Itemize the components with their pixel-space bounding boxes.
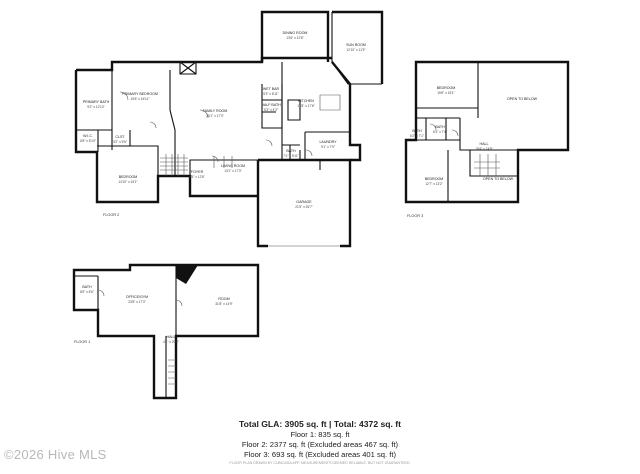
room-upper-bedroom-1: BEDROOM 15'6" x 15'1": [437, 86, 456, 95]
floor-2-area: Floor 2: 2377 sq. ft (Excluded areas 467…: [241, 440, 399, 449]
utility-block: [176, 265, 198, 284]
room-wic: W.I.C. 6'8" x 5'10": [80, 134, 96, 143]
total-area: Total GLA: 3905 sq. ft | Total: 4372 sq.…: [238, 419, 402, 429]
svg-text:5'3" x 6'11": 5'3" x 6'11": [263, 92, 278, 96]
watermark: ©2026 Hive MLS: [4, 447, 107, 462]
svg-text:GARAGE: GARAGE: [296, 200, 312, 204]
svg-text:BATH: BATH: [435, 125, 445, 129]
svg-text:6'5" x 12'6": 6'5" x 12'6": [189, 175, 205, 179]
svg-text:6'3" x 7'4": 6'3" x 7'4": [433, 130, 447, 134]
svg-text:BATH: BATH: [82, 285, 92, 289]
svg-text:WET BAR: WET BAR: [263, 87, 280, 91]
svg-text:7'1" x 5'11": 7'1" x 5'11": [283, 154, 298, 158]
svg-text:31'8" x 14'9": 31'8" x 14'9": [215, 302, 232, 306]
room-family: FAMILY ROOM 26'1" x 17'3": [203, 109, 228, 118]
svg-text:CLST: CLST: [115, 135, 125, 139]
floor-2-label: FLOOR 2: [103, 213, 119, 217]
room-bath: BATH 7'1" x 5'11": [283, 149, 298, 158]
room-upper-bath-1: BATH 6'2" x 7'1": [410, 129, 424, 138]
room-upper-bedroom-2: BEDROOM 12'7" x 13'2": [425, 177, 444, 186]
svg-text:LIVING ROOM: LIVING ROOM: [221, 164, 245, 168]
svg-text:HALL: HALL: [167, 335, 176, 339]
svg-text:OPEN TO BELOW: OPEN TO BELOW: [483, 177, 514, 181]
svg-text:9'1" x 7'9": 9'1" x 7'9": [321, 145, 335, 149]
svg-text:12'10" x 11'9": 12'10" x 11'9": [346, 48, 365, 52]
room-open-to-below-2: OPEN TO BELOW: [483, 177, 514, 181]
svg-text:KITCHEN: KITCHEN: [298, 99, 314, 103]
room-laundry: LAUNDRY 9'1" x 7'9": [319, 140, 337, 149]
svg-text:9'2" x 12'10": 9'2" x 12'10": [87, 105, 104, 109]
room-foyer: FOYER 6'5" x 12'6": [189, 170, 205, 179]
svg-text:12'7" x 13'2": 12'7" x 13'2": [425, 182, 442, 186]
svg-text:5'3" x 4'3": 5'3" x 4'3": [264, 108, 278, 112]
svg-text:HALF BATH: HALF BATH: [261, 103, 281, 107]
room-lower-room: ROOM 31'8" x 14'9": [215, 297, 232, 306]
svg-text:FOYER: FOYER: [191, 170, 204, 174]
svg-text:BEDROOM: BEDROOM: [425, 177, 444, 181]
svg-text:OPEN TO BELOW: OPEN TO BELOW: [507, 97, 538, 101]
room-half-bath: HALF BATH 5'3" x 4'3": [261, 103, 281, 112]
room-living: LIVING ROOM 13'1" x 17'3": [221, 164, 245, 173]
svg-text:W.I.C.: W.I.C.: [83, 134, 93, 138]
floor-1-plan: BATH 8'9" x 6'6" OFFICE/GYM 23'8" x 17'3…: [72, 263, 260, 400]
svg-text:3'2" x 5'6": 3'2" x 5'6": [113, 140, 127, 144]
room-lower-bath: BATH 8'9" x 6'6": [80, 285, 94, 294]
svg-text:ROOM: ROOM: [218, 297, 229, 301]
svg-text:17'8" x 17'6": 17'8" x 17'6": [297, 104, 314, 108]
svg-text:FAMILY ROOM: FAMILY ROOM: [203, 109, 228, 113]
svg-text:OFFICE/GYM: OFFICE/GYM: [126, 295, 148, 299]
svg-text:13'1" x 17'3": 13'1" x 17'3": [224, 169, 241, 173]
svg-text:15'6" x 16'11": 15'6" x 16'11": [130, 97, 149, 101]
svg-text:HALL: HALL: [480, 142, 489, 146]
floor-1-label: FLOOR 1: [74, 340, 90, 344]
floor-3-area: Floor 3: 693 sq. ft (Excluded areas 401 …: [244, 450, 396, 459]
svg-text:4'1" x 20'8": 4'1" x 20'8": [163, 340, 179, 344]
room-open-to-below: OPEN TO BELOW: [507, 97, 538, 101]
svg-text:23'8" x 17'3": 23'8" x 17'3": [128, 300, 145, 304]
svg-text:PRIMARY BATH: PRIMARY BATH: [83, 100, 110, 104]
floor-2-plan: DINING ROOM 13'6" x 12'8" SUN ROOM 12'10…: [74, 10, 384, 248]
svg-text:BATH: BATH: [286, 149, 296, 153]
room-wet-bar: WET BAR 5'3" x 6'11": [263, 87, 280, 96]
svg-text:13'6" x 12'8": 13'6" x 12'8": [286, 36, 303, 40]
area-summary: Total GLA: 3905 sq. ft | Total: 4372 sq.…: [180, 419, 460, 460]
svg-text:PRIMARY BEDROOM: PRIMARY BEDROOM: [122, 92, 158, 96]
room-primary-bedroom: PRIMARY BEDROOM 15'6" x 16'11": [122, 92, 158, 101]
svg-text:18'4" x 14'8": 18'4" x 14'8": [475, 147, 492, 151]
svg-text:14'10" x 15'1": 14'10" x 15'1": [118, 180, 137, 184]
room-primary-bath: PRIMARY BATH 9'2" x 12'10": [83, 100, 110, 109]
svg-text:15'6" x 15'1": 15'6" x 15'1": [437, 91, 454, 95]
room-garage: GARAGE 21'5" x 26'7": [295, 200, 312, 209]
svg-text:8'9" x 6'6": 8'9" x 6'6": [80, 290, 94, 294]
room-office-gym: OFFICE/GYM 23'8" x 17'3": [126, 295, 148, 304]
room-closet: CLST 3'2" x 5'6": [113, 135, 127, 144]
svg-text:SUN ROOM: SUN ROOM: [346, 43, 366, 47]
svg-text:6'2" x 7'1": 6'2" x 7'1": [410, 134, 424, 138]
room-dining: DINING ROOM 13'6" x 12'8": [283, 31, 308, 40]
svg-text:DINING ROOM: DINING ROOM: [283, 31, 308, 35]
room-kitchen: KITCHEN 17'8" x 17'6": [297, 99, 314, 108]
svg-text:21'5" x 26'7": 21'5" x 26'7": [295, 205, 312, 209]
floor-1-area: Floor 1: 835 sq. ft: [290, 430, 350, 439]
disclaimer-text: FLOOR PLAN DRAWN BY CUBICASA APP. MEASUR…: [229, 461, 411, 465]
floor-3-label: FLOOR 3: [407, 214, 423, 218]
svg-text:BEDROOM: BEDROOM: [119, 175, 138, 179]
room-upper-bath-2: BATH 6'3" x 7'4": [433, 125, 447, 134]
room-bedroom: BEDROOM 14'10" x 15'1": [118, 175, 137, 184]
room-upper-hall: HALL 18'4" x 14'8": [475, 142, 492, 151]
svg-text:6'8" x 5'10": 6'8" x 5'10": [80, 139, 96, 143]
svg-text:26'1" x 17'3": 26'1" x 17'3": [206, 114, 223, 118]
svg-text:LAUNDRY: LAUNDRY: [319, 140, 337, 144]
floor-3-plan: BEDROOM 15'6" x 15'1" OPEN TO BELOW BATH…: [404, 60, 570, 218]
room-sun: SUN ROOM 12'10" x 11'9": [346, 43, 366, 52]
svg-text:BEDROOM: BEDROOM: [437, 86, 456, 90]
room-lower-hall: HALL 4'1" x 20'8": [163, 335, 179, 344]
svg-text:BATH: BATH: [412, 129, 422, 133]
